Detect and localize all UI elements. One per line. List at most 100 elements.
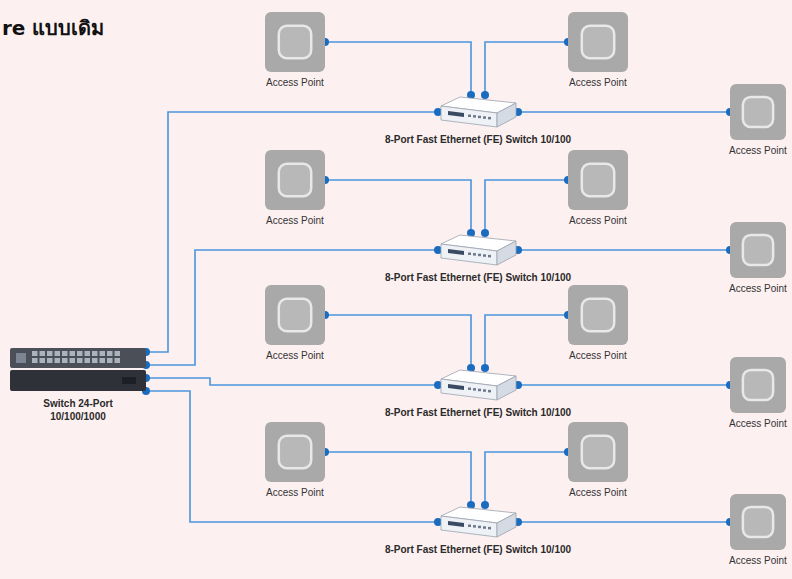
access-point-icon [265, 422, 325, 482]
device-label: Access Point [727, 554, 789, 567]
access-point-icon [730, 494, 786, 550]
switch-port [478, 389, 481, 392]
access-point: Access Point [265, 12, 325, 72]
network-cable [518, 521, 730, 523]
access-point-face [582, 436, 614, 468]
access-point-face [743, 97, 773, 127]
switch-port [55, 351, 61, 356]
switch-port [77, 358, 83, 363]
switch-port [32, 351, 38, 356]
switch-port [478, 116, 481, 119]
switch-label: 8-Port Fast Ethernet (FE) Switch 10/100 [383, 133, 573, 146]
network-cable [518, 249, 730, 251]
device-label: Access Point [255, 486, 335, 499]
access-point-face [279, 436, 311, 468]
access-point-body [730, 222, 786, 278]
access-point: Access Point [568, 150, 628, 210]
switch-port [478, 526, 481, 529]
access-point-face [279, 26, 311, 58]
access-point-body [265, 422, 325, 482]
switch-port [32, 358, 38, 363]
device-label: Access Point [558, 214, 638, 227]
switch-icon [438, 95, 518, 129]
access-point-body [568, 150, 628, 210]
access-point-body [568, 285, 628, 345]
switch-port [40, 351, 46, 356]
network-cable [325, 315, 471, 368]
switch-front [441, 244, 497, 265]
switch-port [478, 254, 481, 257]
access-point: Access Point [730, 84, 786, 140]
fe-switch: 8-Port Fast Ethernet (FE) Switch 10/100 [438, 368, 518, 402]
switch-port [85, 358, 91, 363]
access-point-body [265, 12, 325, 72]
switch-port [40, 358, 46, 363]
switch-port [47, 358, 53, 363]
switch-port [473, 388, 476, 391]
diagram-title: re แบบเดิม [2, 12, 104, 44]
switch-port [100, 351, 106, 356]
network-cable [146, 112, 438, 352]
access-point-icon [568, 422, 628, 482]
switch-port [488, 527, 491, 530]
switch-port [488, 390, 491, 393]
switch-port [115, 351, 121, 356]
switch-led-panel [16, 353, 26, 363]
access-point-icon [265, 285, 325, 345]
switch-port [62, 351, 68, 356]
switch-port [55, 358, 61, 363]
switch-panel [448, 249, 464, 255]
switch-icon [438, 505, 518, 539]
switch-icon [438, 368, 518, 402]
switch-port [468, 525, 471, 528]
network-cable [485, 315, 568, 368]
main-switch-icon [10, 345, 146, 393]
switch-port [483, 254, 486, 256]
switch-upper-unit [10, 348, 146, 368]
switch-front [441, 106, 497, 127]
network-cable [146, 378, 438, 385]
access-point-face [743, 370, 773, 400]
switch-port [62, 358, 68, 363]
device-label: Access Point [727, 417, 789, 430]
switch-port [85, 351, 91, 356]
fe-switch: 8-Port Fast Ethernet (FE) Switch 10/100 [438, 95, 518, 129]
switch-panel [448, 111, 464, 117]
access-point-face [279, 299, 311, 331]
switch-port [115, 358, 121, 363]
access-point-face [582, 26, 614, 58]
device-label: Access Point [255, 349, 335, 362]
access-point-body [730, 494, 786, 550]
access-point: Access Point [730, 494, 786, 550]
switch-side [497, 241, 516, 265]
fe-switch: 8-Port Fast Ethernet (FE) Switch 10/100 [438, 233, 518, 267]
access-point: Access Point [568, 12, 628, 72]
switch-port [77, 351, 83, 356]
switch-port [473, 525, 476, 528]
access-point-body [730, 357, 786, 413]
access-point: Access Point [730, 357, 786, 413]
access-point-body [265, 150, 325, 210]
network-cable [518, 384, 730, 386]
access-point-icon [568, 285, 628, 345]
switch-port [468, 253, 471, 256]
access-point: Access Point [730, 222, 786, 278]
access-point-icon [730, 222, 786, 278]
switch-port [92, 351, 98, 356]
access-point-face [743, 507, 773, 537]
switch-port [483, 526, 486, 529]
switch-icon [438, 233, 518, 267]
switch-port [92, 358, 98, 363]
switch-front [441, 379, 497, 400]
access-point-icon [265, 12, 325, 72]
device-label: Access Point [255, 76, 335, 89]
switch-port [100, 358, 106, 363]
switch-port [70, 358, 76, 363]
switch-side [497, 103, 516, 127]
access-point: Access Point [568, 422, 628, 482]
network-cable [518, 111, 730, 113]
access-point-face [743, 235, 773, 265]
switch-port [488, 117, 491, 120]
